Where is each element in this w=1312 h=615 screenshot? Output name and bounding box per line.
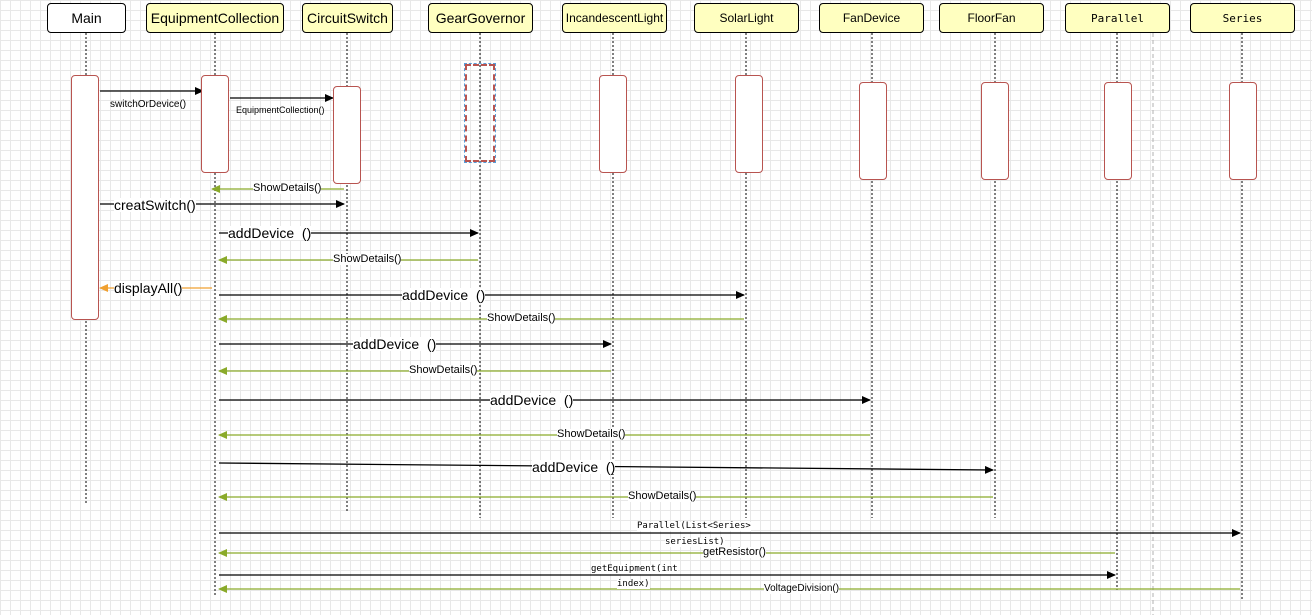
label-showdetails-1: ShowDetails() xyxy=(253,182,322,194)
lifeline-parallel-header[interactable]: Parallel xyxy=(1065,3,1170,33)
lifeline-floorfan-label: FloorFan xyxy=(967,11,1016,25)
lifeline-circuitswitch-header[interactable]: CircuitSwitch xyxy=(302,3,393,33)
activation-geargovernor-selected[interactable] xyxy=(464,63,496,163)
label-adddevice-3: addDevice () xyxy=(353,336,437,352)
label-parallel-line2: seriesList) xyxy=(665,537,725,547)
label-getequipment-line2: index) xyxy=(617,579,650,589)
lifeline-fandevice-label: FanDevice xyxy=(842,11,901,25)
label-showdetails-6: ShowDetails() xyxy=(628,490,697,502)
label-displayall: displayAll() xyxy=(114,280,183,296)
label-voltagedivision: VoltageDivision() xyxy=(764,583,840,594)
label-getresistor: getResistor() xyxy=(703,546,766,558)
activation-equipmentcollection[interactable] xyxy=(201,75,229,173)
lifeline-equipmentcollection-label: EquipmentCollection xyxy=(150,10,280,26)
lifeline-parallel-label: Parallel xyxy=(1091,11,1144,25)
lifeline-main-header[interactable]: Main xyxy=(47,3,126,33)
label-showdetails-5: ShowDetails() xyxy=(557,428,626,440)
lifeline-incandescentlight-header[interactable]: IncandescentLight xyxy=(562,3,667,33)
lifeline-circuitswitch-label: CircuitSwitch xyxy=(307,10,388,26)
lifeline-fandevice-header[interactable]: FanDevice xyxy=(819,3,924,33)
lifeline-solarlight-header[interactable]: SolarLight xyxy=(694,3,799,33)
activation-parallel[interactable] xyxy=(1104,82,1132,180)
label-getequipment-line1: getEquipment(int xyxy=(591,564,678,574)
label-parallel-line1: Parallel(List<Series> xyxy=(637,521,751,531)
lifeline-series-header[interactable]: Series xyxy=(1190,3,1295,33)
label-showdetails-2: ShowDetails() xyxy=(333,253,402,265)
lifeline-solarlight-label: SolarLight xyxy=(719,11,774,25)
label-switchordevice: switchOrDevice() xyxy=(110,99,187,110)
label-creatswitch: creatSwitch() xyxy=(114,197,196,213)
lifeline-series-label: Series xyxy=(1222,11,1263,25)
label-adddevice-4: addDevice () xyxy=(490,392,574,408)
lifeline-equipmentcollection-header[interactable]: EquipmentCollection xyxy=(146,3,284,33)
label-equipmentcollection-ctor: EquipmentCollection() xyxy=(236,105,325,115)
lifeline-incandescentlight-label: IncandescentLight xyxy=(565,11,664,25)
activation-incandescentlight[interactable] xyxy=(599,75,627,173)
lifeline-geargovernor-header[interactable]: GearGovernor xyxy=(428,3,533,33)
lifeline-geargovernor-label: GearGovernor xyxy=(435,10,526,26)
lifeline-floorfan-header[interactable]: FloorFan xyxy=(939,3,1044,33)
label-adddevice-1: addDevice () xyxy=(228,225,312,241)
label-showdetails-4: ShowDetails() xyxy=(409,364,478,376)
activation-fandevice[interactable] xyxy=(859,82,887,180)
activation-main[interactable] xyxy=(71,75,99,320)
lifeline-main-label: Main xyxy=(71,10,102,26)
label-adddevice-2: addDevice () xyxy=(402,287,486,303)
activation-floorfan[interactable] xyxy=(981,82,1009,180)
label-showdetails-3: ShowDetails() xyxy=(487,312,556,324)
label-adddevice-5: addDevice () xyxy=(532,459,616,475)
activation-solarlight[interactable] xyxy=(735,75,763,173)
activation-circuitswitch[interactable] xyxy=(333,86,361,184)
activation-series[interactable] xyxy=(1229,82,1257,180)
